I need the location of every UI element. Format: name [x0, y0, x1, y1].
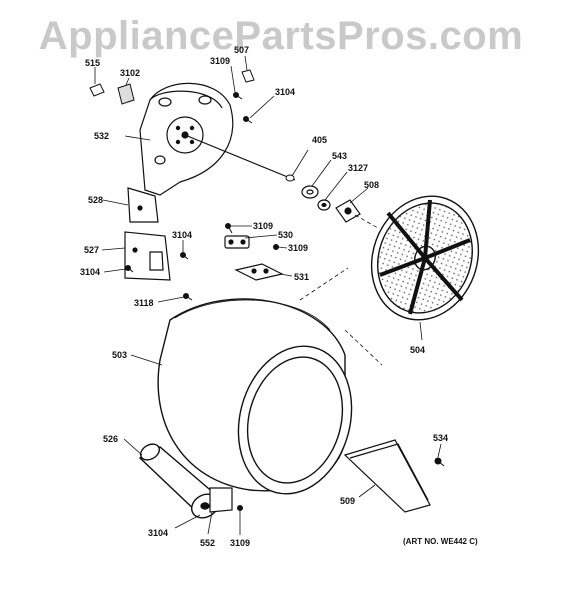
label-528: 528 [88, 195, 104, 205]
label-3102: 3102 [120, 68, 141, 78]
label-3118: 3118 [134, 298, 154, 308]
part-3109-screw-right [273, 244, 279, 250]
label-543: 543 [332, 151, 348, 161]
part-530-thermostat [224, 235, 250, 249]
part-3127-washer [317, 199, 331, 211]
watermark-text: AppliancePartsPros.com [38, 14, 524, 58]
label-3109-bottom: 3109 [230, 538, 251, 548]
part-3104-screw-top [243, 116, 253, 124]
label-507: 507 [234, 45, 250, 55]
label-552: 552 [200, 538, 216, 548]
label-3109-thermostat: 3109 [253, 221, 274, 231]
part-531-bracket [234, 263, 284, 281]
label-531: 531 [294, 272, 310, 282]
part-515-clip [89, 83, 105, 97]
label-3104-left: 3104 [80, 267, 101, 277]
label-3127: 3127 [348, 163, 369, 173]
part-543-bearing [301, 185, 319, 199]
label-526: 526 [103, 434, 119, 444]
part-507-clip [241, 69, 255, 83]
label-530: 530 [278, 230, 294, 240]
part-3104-screw-mid [180, 252, 189, 260]
part-3109-screw-top [233, 92, 243, 100]
part-405-pin [285, 174, 295, 182]
rear-bulkhead [139, 82, 234, 196]
bracket-528 [127, 187, 159, 223]
drum-shaft [184, 134, 296, 181]
label-3109-top: 3109 [210, 56, 231, 66]
drum-503 [157, 298, 353, 495]
bracket-527 [124, 231, 171, 281]
part-3102-pad [117, 83, 135, 105]
part-3109-screw-thermostat [225, 223, 233, 234]
label-508: 508 [364, 180, 380, 190]
label-405: 405 [312, 135, 328, 145]
part-508-hub [335, 199, 361, 223]
label-504: 504 [410, 345, 426, 355]
part-509-trim [343, 439, 431, 513]
part-3109-screw-bottom [237, 505, 243, 511]
label-532: 532 [94, 131, 110, 141]
art-number: (ART NO. WE442 C) [403, 537, 478, 546]
front-bulkhead-504 [370, 195, 480, 321]
part-534-screw [434, 457, 445, 467]
label-3104-top: 3104 [275, 87, 296, 97]
part-3118-screw [183, 293, 193, 301]
label-3109-right: 3109 [288, 243, 309, 253]
label-3104-mid: 3104 [172, 230, 193, 240]
label-527: 527 [84, 245, 100, 255]
label-534: 534 [433, 433, 449, 443]
label-515: 515 [85, 58, 101, 68]
part-3104-screw-left [125, 265, 134, 273]
label-503: 503 [112, 350, 128, 360]
label-509: 509 [340, 496, 356, 506]
label-3104-bottom: 3104 [148, 528, 169, 538]
assembly-guide-lines [299, 214, 383, 366]
leader-lines [94, 55, 442, 535]
part-552-bracket [209, 487, 233, 513]
